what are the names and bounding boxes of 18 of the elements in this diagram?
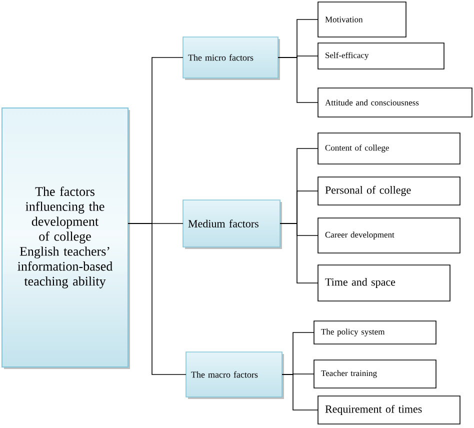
connector — [278, 57, 318, 103]
connector — [280, 223, 318, 284]
factor-box: Content of college — [318, 132, 460, 164]
topic-box: The factors influencing the development of college English teachers’ information-based teaching ability — [2, 108, 130, 369]
factor-box: Motivation — [318, 2, 406, 38]
factor-box: Career development — [318, 218, 460, 254]
category-box: The micro factors — [182, 36, 280, 80]
factor-box: Teacher training — [314, 360, 436, 388]
factor-box: Self-efficacy — [318, 42, 444, 70]
connector — [128, 223, 186, 375]
factor-box: Requirement of times — [318, 396, 460, 424]
category-box: Medium factors — [182, 200, 282, 249]
factor-box: Attitude and consciousness — [318, 88, 472, 118]
factor-box: Personal of college — [318, 176, 460, 206]
connector — [282, 374, 318, 410]
factor-box: Time and space — [318, 264, 450, 302]
factor-box: The policy system — [314, 320, 436, 344]
category-box: The macro factors — [186, 352, 284, 399]
